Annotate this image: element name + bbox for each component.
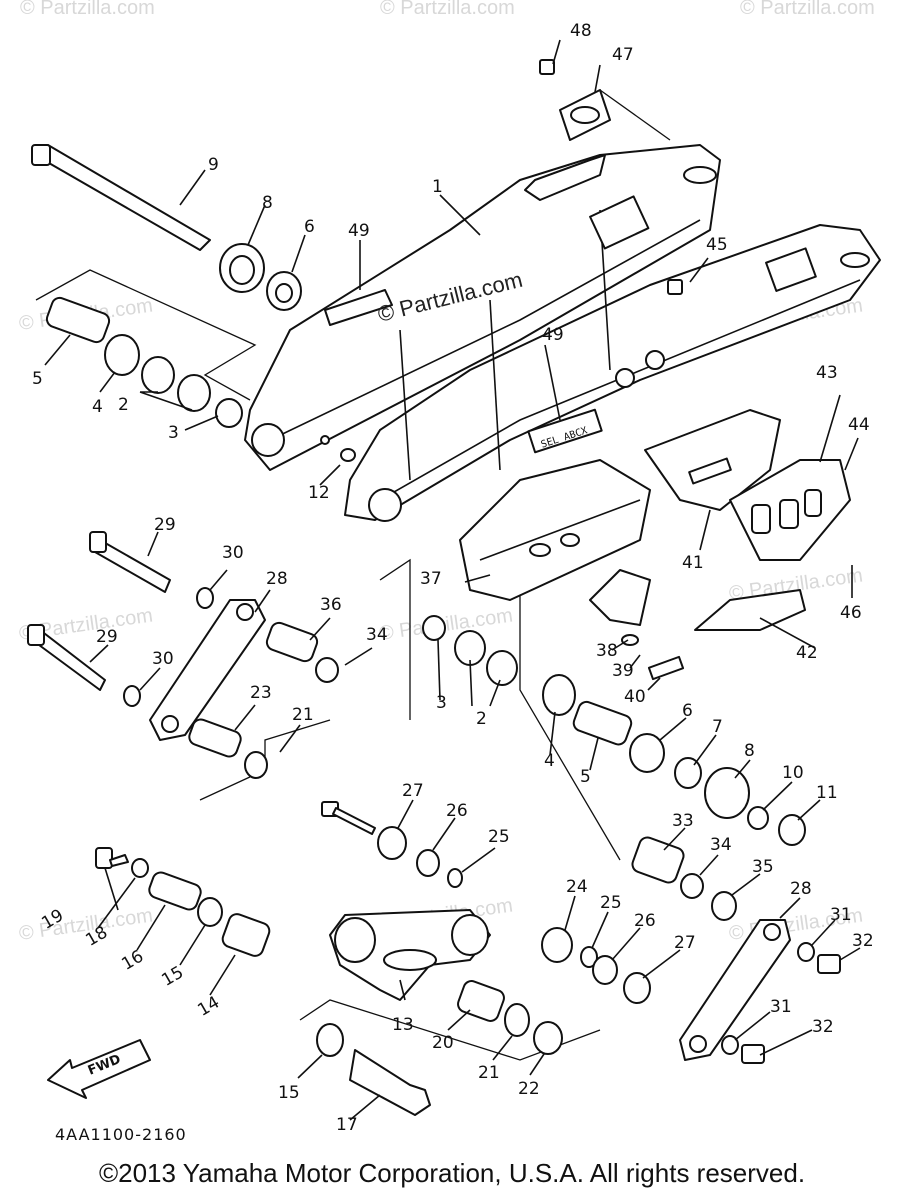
relay-arm-left-parts[interactable] [27, 531, 339, 779]
callout-38: 38 [596, 641, 618, 661]
callout-12: 12 [308, 483, 330, 503]
callout-1: 1 [432, 177, 443, 197]
callout-33: 33 [672, 811, 694, 831]
chain-guide-assembly[interactable] [459, 409, 851, 681]
callout-2a: 2 [118, 395, 129, 415]
callout-45: 45 [706, 235, 728, 255]
callout-25b: 25 [600, 893, 622, 913]
forward-direction-arrow: FWD [47, 1039, 151, 1099]
callout-49b: 49 [542, 325, 564, 345]
callout-39: 39 [612, 661, 634, 681]
callout-22: 22 [518, 1079, 540, 1099]
callout-23: 23 [250, 683, 272, 703]
callout-34b: 34 [710, 835, 732, 855]
callout-8b: 8 [744, 741, 755, 761]
lower-pivot-bearing-stack[interactable] [422, 615, 806, 846]
upper-collar-parts[interactable] [321, 801, 463, 888]
callout-8a: 8 [262, 193, 273, 213]
callout-14: 14 [194, 993, 223, 1021]
callout-42: 42 [796, 643, 818, 663]
callout-29b: 29 [96, 627, 118, 647]
relay-arm-right-parts[interactable] [679, 919, 841, 1064]
watermark-top-right: © Partzilla.com [740, 0, 875, 19]
callout-17: 17 [336, 1115, 358, 1135]
callout-31a: 31 [830, 905, 852, 925]
callout-35: 35 [752, 857, 774, 877]
callout-43: 43 [816, 363, 838, 383]
callout-16: 16 [118, 947, 147, 975]
callout-5b: 5 [580, 767, 591, 787]
copyright-notice: ©2013 Yamaha Motor Corporation, U.S.A. A… [98, 1158, 806, 1188]
callout-2b: 2 [476, 709, 487, 729]
chain-puller-parts[interactable] [324, 59, 683, 326]
watermark-center-1: © Partzilla.com [378, 604, 515, 645]
callout-3b: 3 [436, 693, 447, 713]
callout-47: 47 [612, 45, 634, 65]
callout-6b: 6 [682, 701, 693, 721]
diagram-code: 4AA1100-2160 [55, 1125, 187, 1144]
callout-21a: 21 [292, 705, 314, 725]
swingarm-part-1[interactable]: SEL ABCX [244, 144, 881, 522]
callout-15b: 15 [278, 1083, 300, 1103]
callout-31b: 31 [770, 997, 792, 1017]
callout-49a: 49 [348, 221, 370, 241]
callout-28a: 28 [266, 569, 288, 589]
callout-48: 48 [570, 21, 592, 41]
callout-13: 13 [392, 1015, 414, 1035]
callout-numbers: 48 47 1 9 8 6 49 45 49 5 4 2 3 12 43 44 … [32, 21, 874, 1135]
callout-3a: 3 [168, 423, 179, 443]
callout-4b: 4 [544, 751, 555, 771]
callout-32b: 32 [812, 1017, 834, 1037]
callout-40: 40 [624, 687, 646, 707]
callout-29a: 29 [154, 515, 176, 535]
callout-30b: 30 [152, 649, 174, 669]
callout-21b: 21 [478, 1063, 500, 1083]
callout-27a: 27 [402, 781, 424, 801]
relay-right-bushings[interactable] [630, 835, 737, 921]
callout-26a: 26 [446, 801, 468, 821]
watermark-top-left: © Partzilla.com [20, 0, 155, 19]
callout-leader-lines [44, 39, 861, 1121]
callout-37: 37 [420, 569, 442, 589]
callout-34a: 34 [366, 625, 388, 645]
callout-11: 11 [816, 783, 838, 803]
callout-27b: 27 [674, 933, 696, 953]
callout-30a: 30 [222, 543, 244, 563]
callout-24: 24 [566, 877, 588, 897]
watermark-top-center: © Partzilla.com [380, 0, 515, 19]
callout-15a: 15 [158, 963, 187, 991]
callout-20: 20 [432, 1033, 454, 1053]
callout-41: 41 [682, 553, 704, 573]
callout-5a: 5 [32, 369, 43, 389]
assembly-guide-lines [35, 89, 671, 1061]
callout-6a: 6 [304, 217, 315, 237]
callout-32a: 32 [852, 931, 874, 951]
callout-28b: 28 [790, 879, 812, 899]
callout-46: 46 [840, 603, 862, 623]
callout-9: 9 [208, 155, 219, 175]
callout-25a: 25 [488, 827, 510, 847]
callout-10: 10 [782, 763, 804, 783]
callout-4a: 4 [92, 397, 103, 417]
callout-7: 7 [712, 717, 723, 737]
callout-36: 36 [320, 595, 342, 615]
callout-44: 44 [848, 415, 870, 435]
pivot-shaft-and-bearings[interactable] [31, 144, 356, 462]
relay-arm-13-assembly[interactable] [95, 847, 651, 1116]
callout-26b: 26 [634, 911, 656, 931]
